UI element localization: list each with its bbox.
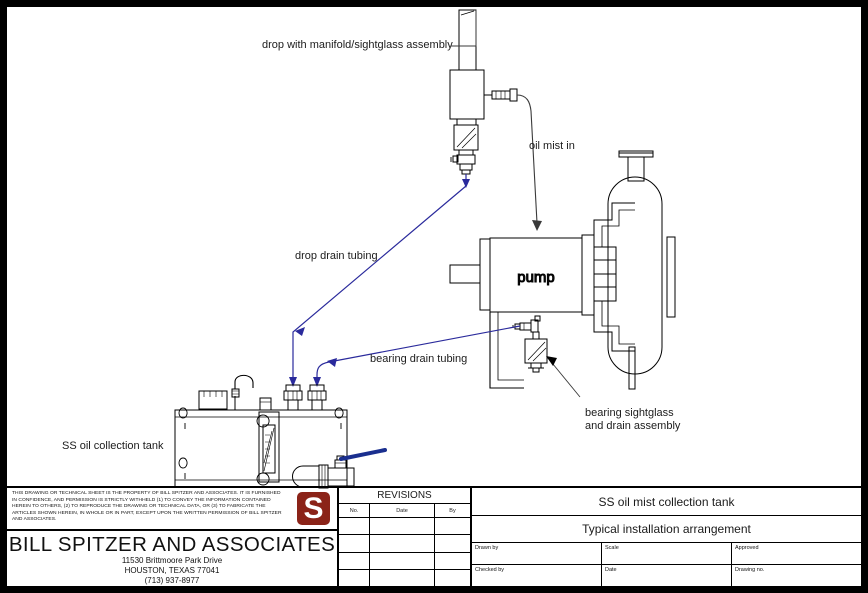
field-scale[interactable]: Scale [602, 543, 732, 564]
pump-assembly [449, 150, 676, 390]
revision-by [435, 518, 470, 534]
company-info: BILL SPITZER AND ASSOCIATES 11530 Brittm… [7, 531, 337, 586]
title-block: THIS DRAWING OR TECHNICAL SHEET IS THE P… [7, 486, 861, 586]
annotation-bearing-sightglass: bearing sightglass and drain assembly [585, 407, 681, 432]
company-name: BILL SPITZER AND ASSOCIATES [8, 533, 336, 556]
revision-no [339, 518, 370, 535]
company-address-line1: 11530 Brittmoore Park Drive [121, 556, 223, 565]
field-drawing-no-label: Drawing no. [735, 567, 765, 573]
drawing-title-secondary: Typical installation arrangement [472, 516, 861, 543]
table-row[interactable] [339, 552, 470, 570]
field-date-label: Date [605, 567, 617, 573]
company-address-line2: HOUSTON, TEXAS 77041 [124, 566, 220, 575]
legal-notice-row: THIS DRAWING OR TECHNICAL SHEET IS THE P… [7, 488, 337, 531]
title-block-left: THIS DRAWING OR TECHNICAL SHEET IS THE P… [7, 488, 339, 586]
table-row[interactable] [339, 569, 470, 586]
drop-drain-tubing-line [292, 185, 467, 385]
annotation-collection-tank: SS oil collection tank [62, 440, 164, 452]
company-logo: S [290, 488, 337, 529]
revision-date [370, 569, 435, 586]
annotation-drop-assembly: drop with manifold/sightglass assembly [262, 39, 453, 51]
leader-drop-assembly [451, 10, 477, 47]
field-checked-by-label: Checked by [475, 567, 505, 573]
revision-by [435, 570, 470, 586]
drop-manifold-assembly [449, 9, 485, 175]
bearing-sightglass-assembly [512, 315, 548, 373]
revision-date [370, 535, 435, 552]
annotation-oil-mist-in: oil mist in [529, 140, 575, 152]
revisions-title: REVISIONS [339, 488, 470, 504]
title-block-right: SS oil mist collection tank Typical inst… [472, 488, 861, 586]
fields-row-2: Checked by Date Drawing no. [472, 565, 861, 586]
table-row[interactable] [339, 518, 470, 536]
revision-no [339, 569, 370, 586]
field-scale-label: Scale [605, 545, 619, 551]
revisions-col-by: By [449, 507, 456, 514]
annotation-drop-drain-tubing: drop drain tubing [295, 250, 378, 262]
revisions-col-date: Date [370, 504, 435, 517]
drawing-title-primary: SS oil mist collection tank [472, 488, 861, 516]
oil-mist-supply-tube [516, 94, 538, 224]
field-drawing-no[interactable]: Drawing no. [732, 565, 861, 586]
leader-arrow-oil-mist [532, 220, 542, 231]
annotation-bearing-drain-tubing: bearing drain tubing [370, 353, 468, 365]
revision-by [435, 553, 470, 569]
company-phone: (713) 937-8977 [144, 576, 200, 585]
field-date[interactable]: Date [602, 565, 732, 586]
field-approved[interactable]: Approved [732, 543, 861, 564]
fields-row-1: Drawn by Scale Approved [472, 543, 861, 565]
pump-label: pump [517, 269, 555, 286]
table-row[interactable] [339, 535, 470, 553]
oil-collection-tank [174, 374, 355, 489]
revisions-col-no: No. [339, 504, 370, 517]
logo-letter-s: S [297, 492, 330, 525]
revision-no [339, 535, 370, 552]
field-checked-by[interactable]: Checked by [472, 565, 602, 586]
legal-notice-text: THIS DRAWING OR TECHNICAL SHEET IS THE P… [12, 491, 282, 523]
revision-by [435, 535, 470, 551]
field-approved-label: Approved [735, 545, 759, 551]
technical-drawing-canvas: pump [174, 9, 676, 489]
revision-date [370, 552, 435, 569]
revisions-table: REVISIONS No. Date By [339, 488, 472, 586]
ball-valve-handle [339, 448, 387, 461]
field-drawn-by-label: Drawn by [475, 545, 499, 551]
field-drawn-by[interactable]: Drawn by [472, 543, 602, 564]
revision-no [339, 552, 370, 569]
revisions-column-headers: No. Date By [339, 504, 470, 518]
manifold-branch-fitting [484, 88, 518, 102]
revision-date [370, 518, 435, 535]
